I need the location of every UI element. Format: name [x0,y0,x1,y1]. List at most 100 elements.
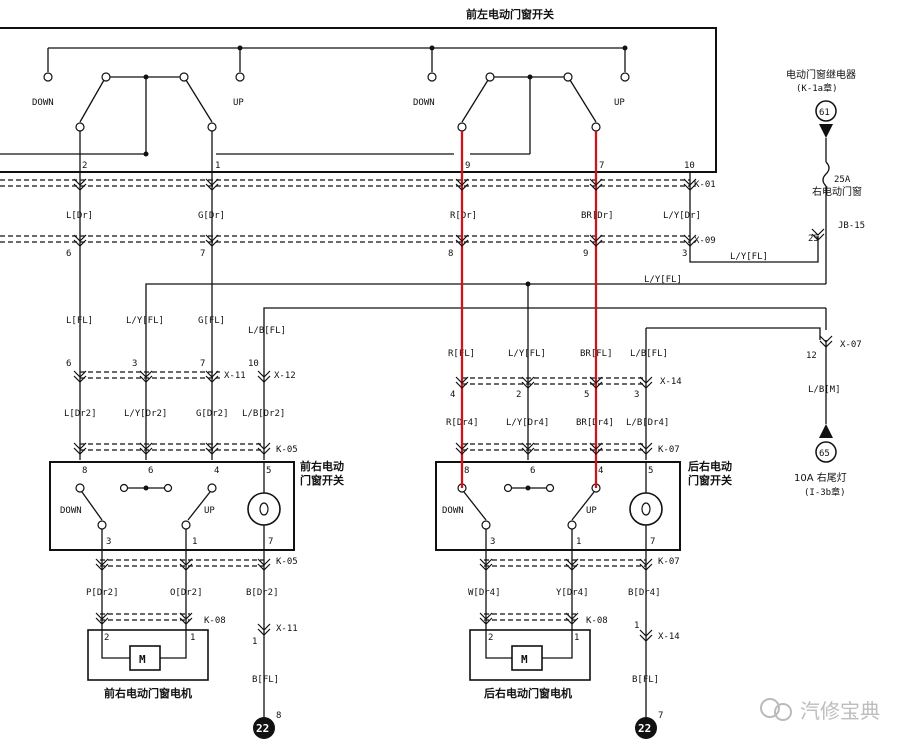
wire-lb-dr4: L/B[Dr4] [626,418,669,428]
pin-1-a: 1 [215,161,220,171]
x09-label: X-09 [694,236,716,246]
down-label-3: DOWN [60,506,82,516]
wire-r-dr: R[Dr] [450,211,477,221]
pin-5-g: 5 [648,466,653,476]
x11-label: X-11 [224,371,246,381]
pin-2-l: 2 [488,633,493,643]
connector-x09-row: X-09 [0,235,716,246]
pin-2-k: 2 [104,633,109,643]
wire-br-dr: BR[Dr] [581,211,614,221]
rear-right-motor: 2 1 M 后右电动门窗电机 [469,629,591,700]
front-right-motor: 2 1 M 前右电动门窗电机 [87,629,209,700]
fuse-rating: 25A [834,175,851,185]
pin-7-a: 7 [599,161,604,171]
pin-7-c: 7 [200,359,205,369]
x12-label: X-12 [274,371,296,381]
ground-ref-b: 22 [638,722,651,735]
relay-ref: 61 [819,108,830,118]
down-label-1: DOWN [32,98,54,108]
wire-lb-dr2: L/B[Dr2] [242,409,285,419]
pin-7-b: 7 [200,249,205,259]
wire-lb-fl-r: L/B[FL] [630,349,668,359]
wire-o-dr2: O[Dr2] [170,588,203,598]
wire-lb-m: L/B[M] [808,385,841,395]
watermark: 汽修宝典 [760,698,880,723]
up-label-4: UP [586,506,597,516]
front-left-switch-title: 前左电动门窗开关 [466,7,554,21]
k01-label: K-01 [694,180,716,190]
pin-3-h: 3 [490,537,495,547]
k08-label-b: K-08 [586,616,608,626]
front-right-switch: 前右电动 门窗开关 8 6 4 5 DOWN UP 3 1 7 [49,459,344,560]
rear-right-switch: 后右电动 门窗开关 8 6 4 5 DOWN UP 3 1 7 [435,459,732,560]
k05-label-b: K-05 [276,557,298,567]
wire-g-fl: G[FL] [198,316,225,326]
wire-ly-dr4: L/Y[Dr4] [506,418,549,428]
pin-2-d: 2 [516,390,521,400]
wire-b-dr4: B[Dr4] [628,588,661,598]
up-label-1: UP [233,98,244,108]
k07-label-a: K-07 [658,445,680,455]
x07-label: X-07 [840,340,862,350]
taillight-ref: 65 [819,449,830,459]
x14-label-a: X-14 [660,377,682,387]
down-label-4: DOWN [442,506,464,516]
pin-1-l: 1 [574,633,579,643]
down-label-2: DOWN [413,98,435,108]
motor-symbol-b: M [521,653,528,666]
pin-10-a: 10 [684,161,695,171]
pin-4-e: 4 [214,466,219,476]
power-relay: 电动门窗继电器 (K-1a章) 61 25A 右电动门窗 JB-15 25 [786,68,865,284]
pin-6-e: 6 [148,466,153,476]
pin-1-i: 1 [252,637,257,647]
pin-1-k: 1 [190,633,195,643]
wire-l-fl: L[FL] [66,316,93,326]
relay-code: (K-1a章) [796,82,838,94]
pin-8-b: 8 [448,249,453,259]
wire-g-dr2: G[Dr2] [196,409,229,419]
wire-w-dr4: W[Dr4] [468,588,501,598]
wire-ly-fl-bus: L/Y[FL] [644,275,682,285]
ground-ref-a: 22 [256,722,269,735]
up-label-3: UP [204,506,215,516]
pin-1-f: 1 [192,537,197,547]
k08-label-a: K-08 [204,616,226,626]
pin-25: 25 [808,234,819,244]
pin-2-a: 2 [82,161,87,171]
pin-7-h: 7 [650,537,655,547]
front-left-switch: 前左电动门窗开关 DOWN UP DOWN UP [0,7,717,180]
wire-ly-dr2: L/Y[Dr2] [124,409,167,419]
x11-label-b: X-11 [276,624,298,634]
relay-name: 电动门窗继电器 [786,68,856,81]
pin-9-b: 9 [583,249,588,259]
taillight-code: (I-3b章) [804,486,846,498]
wire-ly-fl: L/Y[FL] [126,316,164,326]
pin-4-d: 4 [450,390,455,400]
fuse-name: 右电动门窗 [812,185,862,198]
wire-lb-fl: L/B[FL] [248,326,286,336]
front-right-switch-title-1: 前右电动 [300,459,344,473]
pin-3-f: 3 [106,537,111,547]
ground-pin-a: 8 [276,711,281,721]
jb15-label: JB-15 [838,221,865,231]
pin-7-f: 7 [268,537,273,547]
pin-6-b: 6 [66,249,71,259]
pin-1-j: 1 [634,621,639,631]
wire-l-dr2: L[Dr2] [64,409,97,419]
k05-label-a: K-05 [276,445,298,455]
pin-6-c: 6 [66,359,71,369]
pin-9-a: 9 [465,161,470,171]
wire-ly-fl-r: L/Y[FL] [508,349,546,359]
x14-label-b: X-14 [658,632,680,642]
pin-5-d: 5 [584,390,589,400]
pin-8-e: 8 [82,466,87,476]
pin-4-g: 4 [598,466,603,476]
pin-10-c: 10 [248,359,259,369]
pin-6-g: 6 [530,466,535,476]
wire-ly-dr: L/Y[Dr] [663,211,701,221]
pin-8-g: 8 [464,466,469,476]
rear-right-switch-title-1: 后右电动 [688,459,732,473]
rear-right-motor-label: 后右电动门窗电机 [484,686,572,700]
pin-1-h: 1 [576,537,581,547]
wire-b-fl-b: B[FL] [632,675,659,685]
